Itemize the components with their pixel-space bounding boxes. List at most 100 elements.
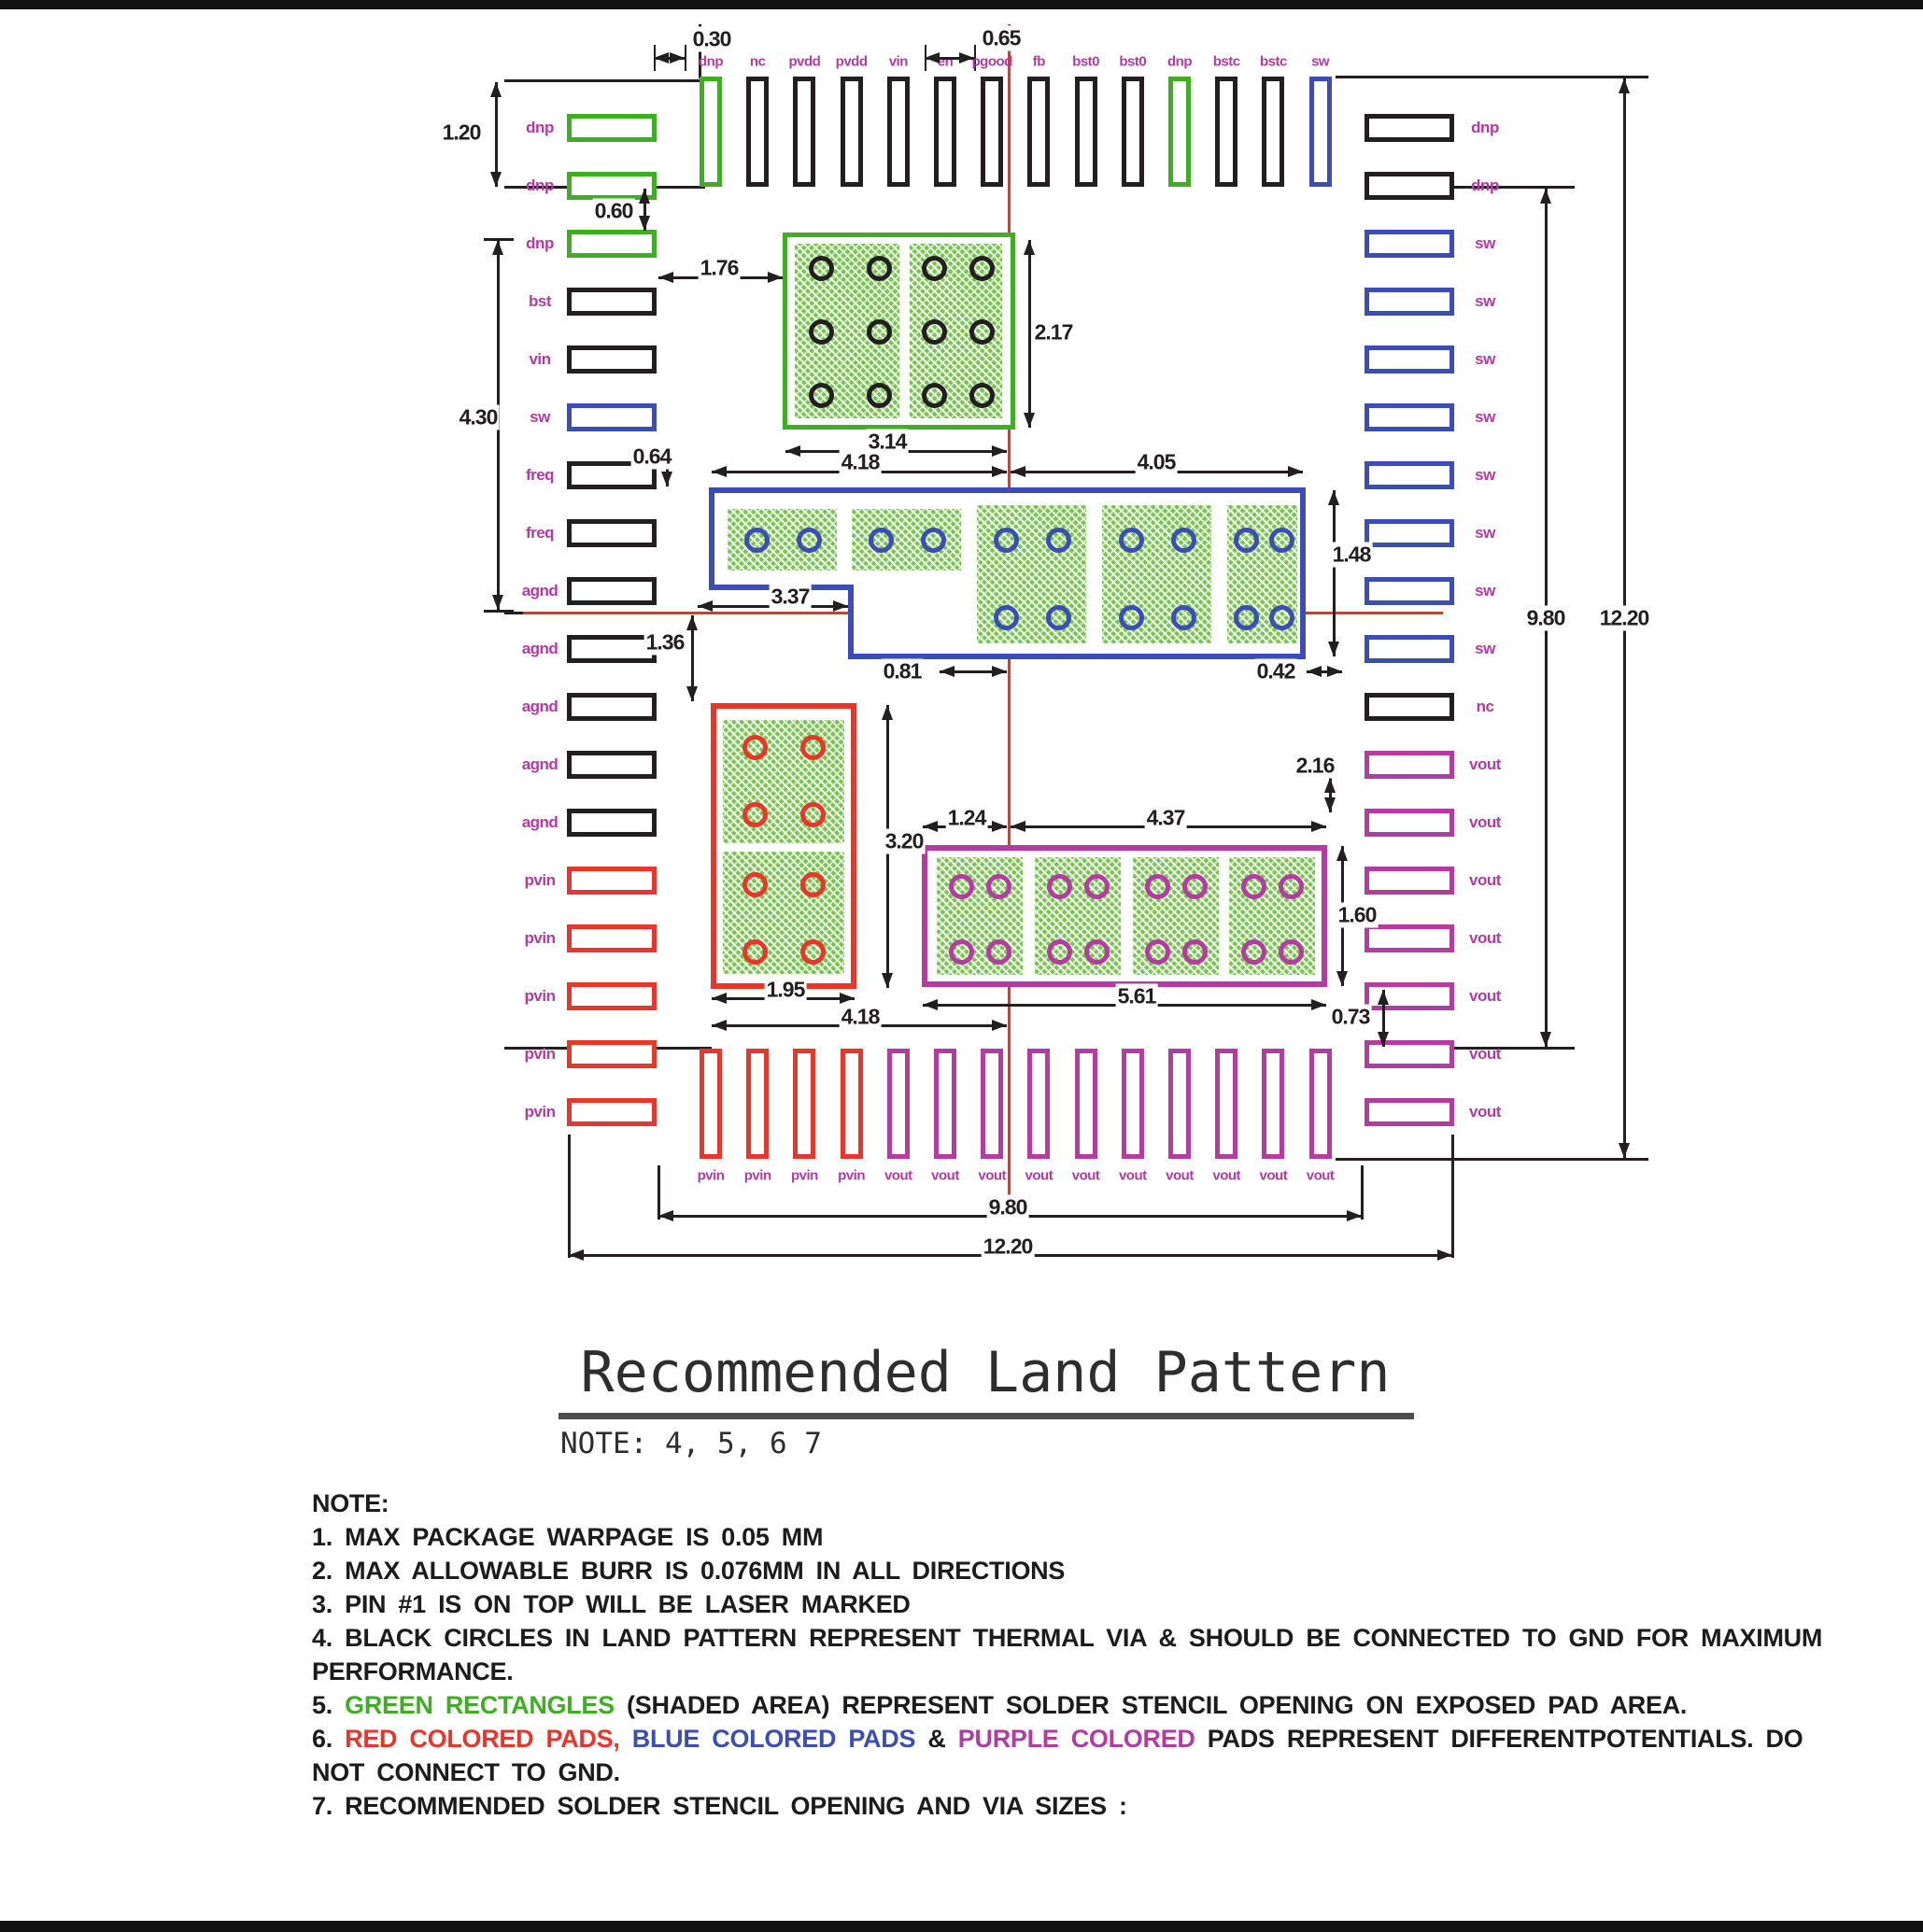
- note-segment: PERFORMANCE.: [312, 1657, 514, 1685]
- pin-label-bottom-5-vout: vout: [884, 1167, 912, 1184]
- pad-left-7-freq: [567, 461, 657, 489]
- pad-top-10-bst0: [1121, 77, 1144, 187]
- thermal-via: [994, 605, 1019, 630]
- pin-label-top-9-bst0: bst0: [1072, 53, 1100, 70]
- dimension-3.14-arrow: [992, 445, 1007, 457]
- dimension-0.81-arrow: [940, 666, 954, 677]
- thermal-via: [1047, 939, 1072, 965]
- dimension-0.65-line: [925, 57, 974, 60]
- dimension-4.18-label: 4.18: [839, 449, 882, 475]
- pin-label-bottom-1-pvin: pvin: [697, 1167, 725, 1184]
- dimension-9.80-arrow: [1347, 1210, 1362, 1221]
- note-segment: NOTE:: [312, 1489, 389, 1517]
- dimension-0.73-arrow: [1378, 990, 1389, 1005]
- pad-top-9-bst0: [1074, 77, 1097, 187]
- dimension-0.64-arrow: [661, 472, 672, 487]
- pin-label-right-3-sw: sw: [1475, 234, 1495, 252]
- pad-bottom-8-vout: [1027, 1049, 1051, 1159]
- dimension-12.20-arrow: [1619, 78, 1630, 93]
- thermal-via: [742, 872, 768, 897]
- note-segment: 4. BLACK CIRCLES IN LAND PATTERN REPRESE…: [312, 1624, 1823, 1652]
- thermal-via: [744, 528, 770, 553]
- thermal-via: [1046, 605, 1071, 630]
- pin-label-left-2-dnp: dnp: [526, 176, 554, 194]
- pad-bottom-12-vout: [1215, 1049, 1238, 1159]
- dimension-0.81-label: 0.81: [881, 658, 924, 684]
- dimension-0.30-arrow: [654, 52, 669, 63]
- extension-line: [1336, 76, 1648, 78]
- pin-label-right-15-vout: vout: [1469, 929, 1501, 947]
- dimension-1.36-label: 1.36: [643, 629, 686, 656]
- dimension-1.24-arrow: [923, 821, 938, 832]
- dimension-4.30-arrow: [492, 595, 503, 610]
- pin-label-left-7-freq: freq: [525, 466, 555, 484]
- pin-label-right-8-sw: sw: [1475, 524, 1495, 542]
- dimension-3.37-arrow: [833, 600, 848, 612]
- pin-label-right-14-vout: vout: [1469, 871, 1501, 889]
- pad-right-11-nc: [1364, 693, 1454, 721]
- dimension-1.60-arrow: [1336, 971, 1348, 986]
- extension-line: [657, 1165, 660, 1220]
- pad-top-13-bstc: [1262, 77, 1285, 187]
- pad-left-10-agnd: [567, 635, 657, 663]
- thermal-via: [800, 802, 826, 827]
- thermal-via: [994, 528, 1019, 553]
- pin-label-bottom-7-vout: vout: [978, 1167, 1007, 1184]
- extension-line: [1451, 1135, 1454, 1258]
- dimension-1.24-label: 1.24: [945, 805, 988, 831]
- pad-right-13-vout: [1364, 809, 1454, 837]
- pin-label-top-12-bstc: bstc: [1212, 53, 1240, 70]
- pin-label-top-10-bst0: bst0: [1119, 53, 1147, 70]
- pad-left-15-pvin: [567, 924, 657, 952]
- pin-label-left-15-pvin: pvin: [524, 929, 556, 947]
- dimension-2.16-arrow: [1324, 797, 1336, 812]
- pin-label-right-17-vout: vout: [1469, 1045, 1501, 1063]
- pad-right-3-sw: [1364, 230, 1454, 258]
- note-segment: &: [915, 1725, 958, 1753]
- dimension-1.20-label: 1.20: [440, 120, 483, 146]
- dimension-1.48-label: 1.48: [1330, 542, 1373, 568]
- dimension-2.17-label: 2.17: [1032, 319, 1075, 346]
- thermal-via: [742, 939, 768, 965]
- note-segment: [620, 1725, 632, 1753]
- thermal-via: [1119, 528, 1144, 553]
- extension-line: [1364, 1047, 1575, 1050]
- note-line-2: 2. MAX ALLOWABLE BURR IS 0.076MM IN ALL …: [312, 1554, 1822, 1587]
- notes-block: NOTE: 1. MAX PACKAGE WARPAGE IS 0.05 MM 2.…: [312, 1487, 1822, 1823]
- dimension-0.42-arrow: [1307, 666, 1322, 677]
- pad-top-4-pvdd: [840, 77, 863, 187]
- dimension-4.05-arrow: [1288, 466, 1303, 477]
- pin-label-bottom-12-vout: vout: [1212, 1167, 1241, 1184]
- thermal-via: [869, 528, 894, 553]
- dimension-3.37-label: 3.37: [769, 584, 812, 610]
- note-segment: 1. MAX PACKAGE WARPAGE IS 0.05 MM: [312, 1523, 824, 1551]
- dimension-2.17-arrow: [1024, 240, 1035, 255]
- dimension-0.30-arrow: [670, 52, 685, 63]
- pin-label-right-11-nc: nc: [1476, 698, 1494, 715]
- thermal-via: [1234, 528, 1259, 553]
- pin-label-left-10-agnd: agnd: [521, 640, 559, 657]
- pad-bottom-2-pvin: [746, 1049, 770, 1159]
- pin-label-top-14-sw: sw: [1311, 53, 1330, 70]
- dimension-4.18-arrow: [992, 1020, 1007, 1031]
- thermal-via: [1269, 528, 1294, 553]
- pad-right-2-dnp: [1364, 172, 1454, 200]
- pad-top-6-en: [934, 77, 956, 187]
- thermal-via: [969, 383, 995, 408]
- pin-label-top-4-pvdd: pvdd: [835, 53, 868, 70]
- note-line-4: 4. BLACK CIRCLES IN LAND PATTERN REPRESE…: [312, 1621, 1822, 1655]
- extension-line: [504, 79, 705, 82]
- dimension-2.17-arrow: [1024, 413, 1035, 428]
- extension-line: [568, 1135, 571, 1258]
- dimension-1.20-line: [495, 82, 498, 187]
- pin-label-right-12-vout: vout: [1469, 755, 1501, 773]
- thermal-via: [969, 319, 995, 345]
- extension-line: [1336, 1158, 1648, 1161]
- dimension-0.42-line: [1307, 670, 1342, 673]
- pad-bottom-14-vout: [1308, 1049, 1332, 1159]
- pin-label-top-1-dnp: dnp: [699, 53, 724, 70]
- pad-bottom-6-vout: [934, 1049, 956, 1159]
- notes-heading: NOTE:: [312, 1487, 1822, 1520]
- dimension-1.20-arrow: [490, 82, 502, 97]
- pin-label-right-9-sw: sw: [1475, 582, 1495, 599]
